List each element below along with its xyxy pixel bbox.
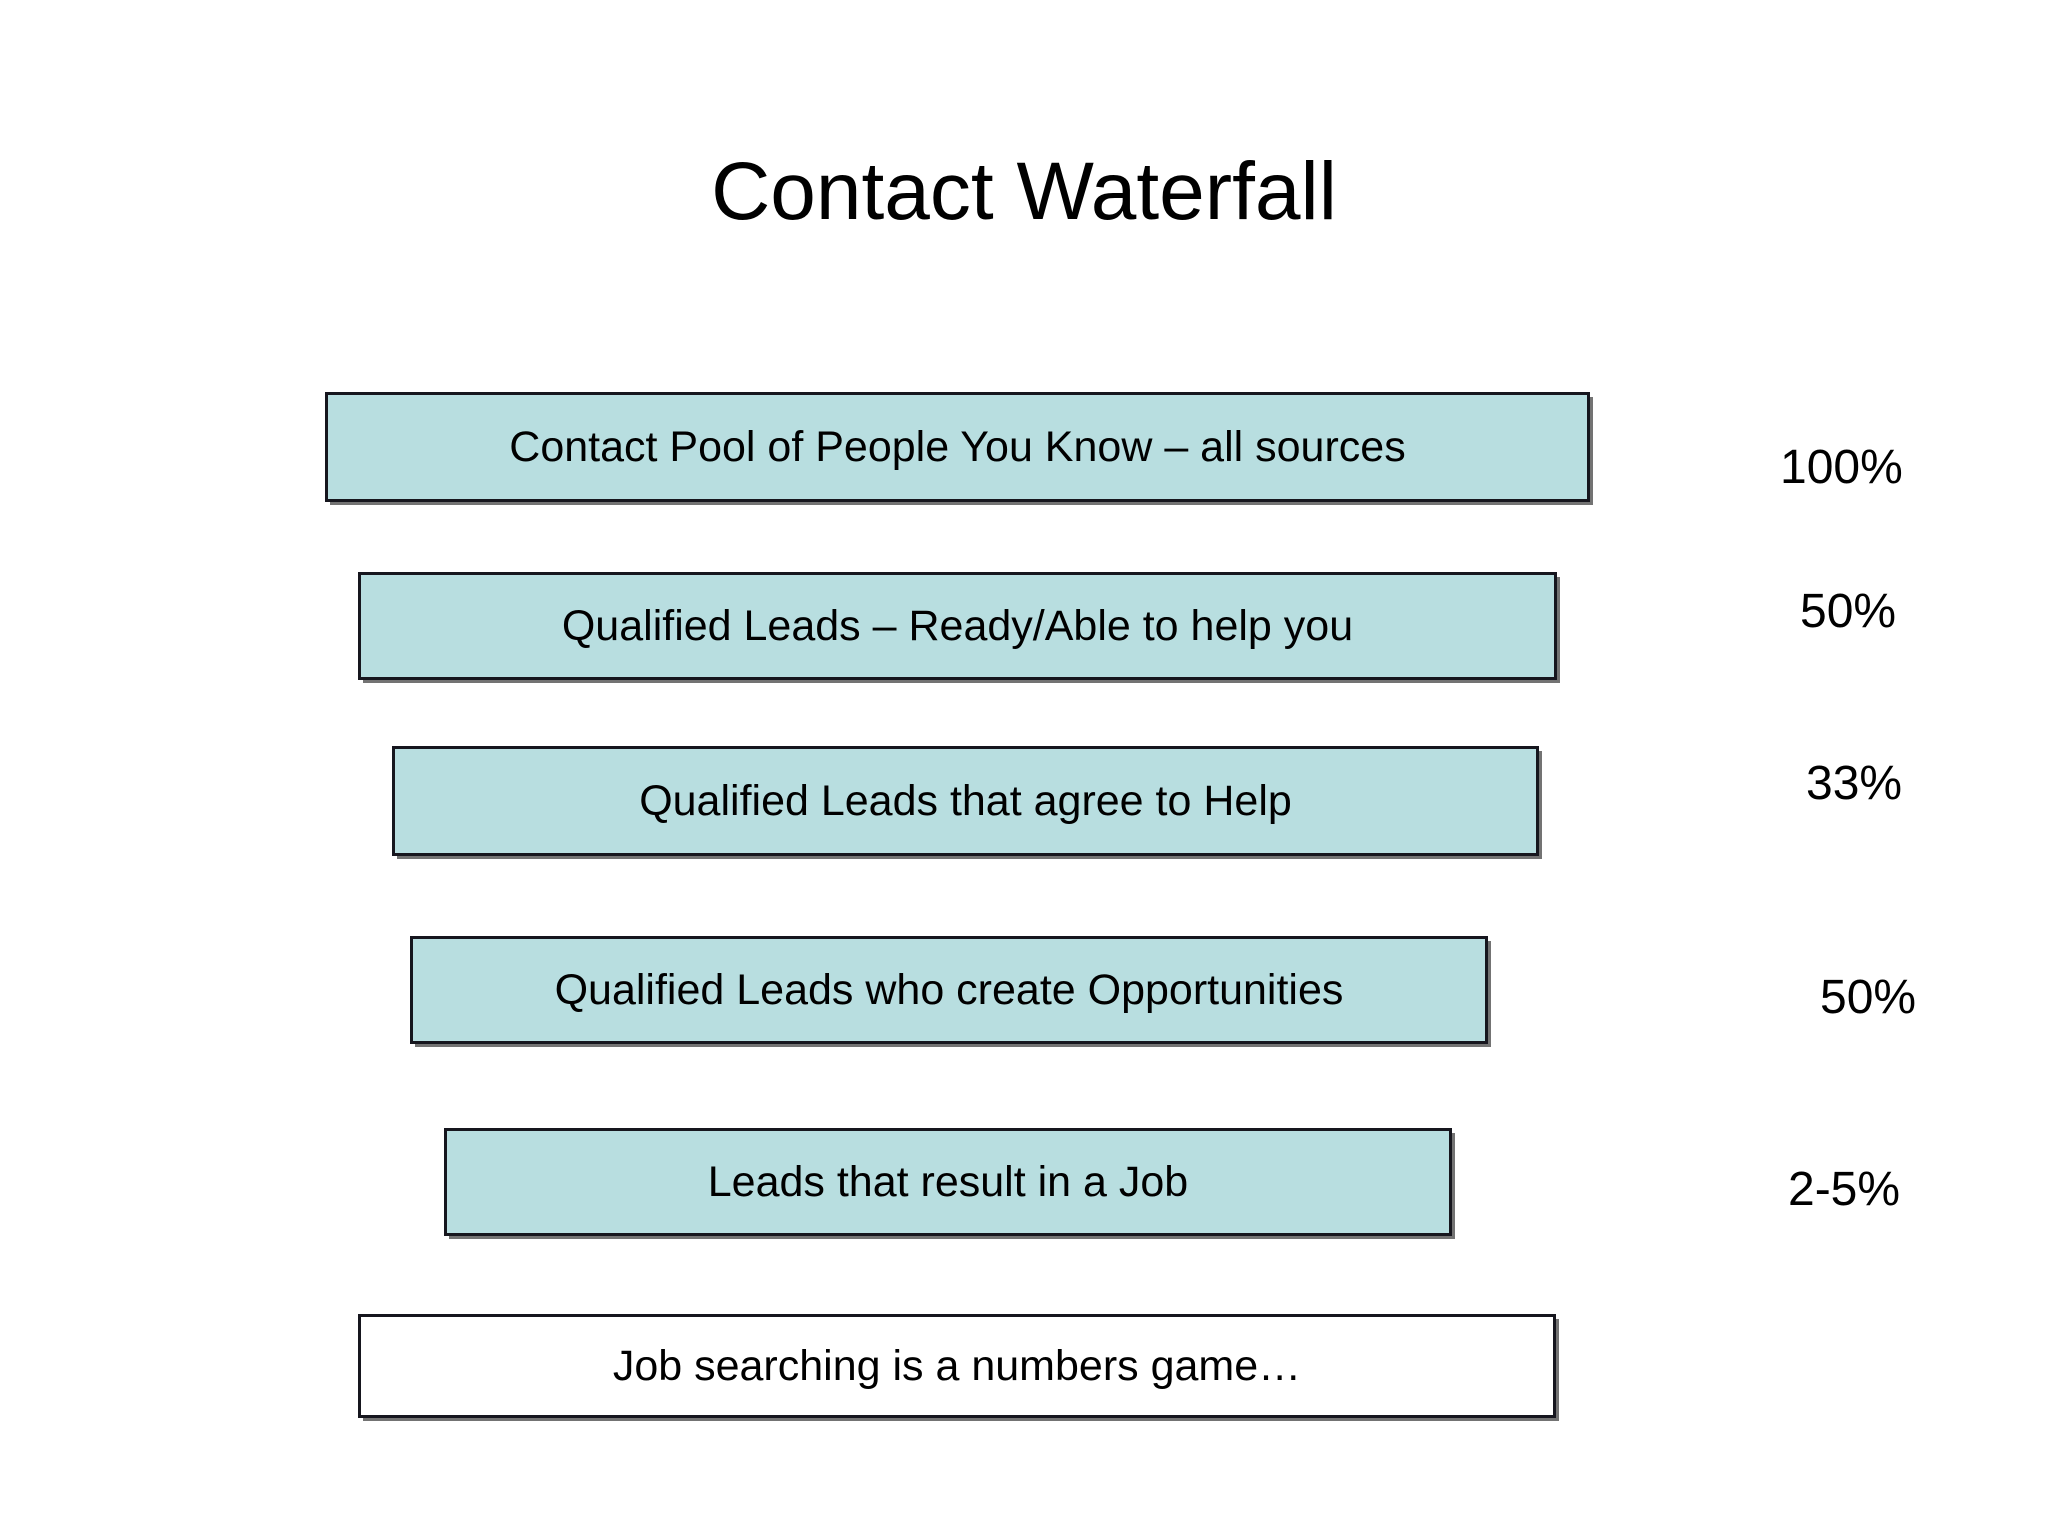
waterfall-bar-label: Contact Pool of People You Know – all so… <box>509 422 1406 471</box>
waterfall-bar-label: Qualified Leads that agree to Help <box>639 776 1292 825</box>
waterfall-bar-label: Qualified Leads who create Opportunities <box>554 965 1344 1014</box>
waterfall-percent-2: 50% <box>1800 585 1897 638</box>
waterfall-bar-label: Qualified Leads – Ready/Able to help you <box>561 601 1354 650</box>
waterfall-percent-3: 33% <box>1806 757 1903 810</box>
footer-callout-box: Job searching is a numbers game… <box>358 1314 1556 1418</box>
waterfall-bar-3: Qualified Leads that agree to Help <box>392 746 1539 856</box>
waterfall-bar-5: Leads that result in a Job <box>444 1128 1452 1236</box>
footer-callout-label: Job searching is a numbers game… <box>612 1341 1302 1390</box>
waterfall-bar-2: Qualified Leads – Ready/Able to help you <box>358 572 1557 680</box>
page-title: Contact Waterfall <box>711 145 1337 237</box>
waterfall-bar-label: Leads that result in a Job <box>707 1157 1189 1206</box>
waterfall-bar-4: Qualified Leads who create Opportunities <box>410 936 1488 1044</box>
waterfall-percent-4: 50% <box>1820 971 1917 1024</box>
waterfall-percent-5: 2-5% <box>1788 1163 1901 1216</box>
waterfall-bar-1: Contact Pool of People You Know – all so… <box>325 392 1590 502</box>
waterfall-percent-1: 100% <box>1780 441 1903 494</box>
